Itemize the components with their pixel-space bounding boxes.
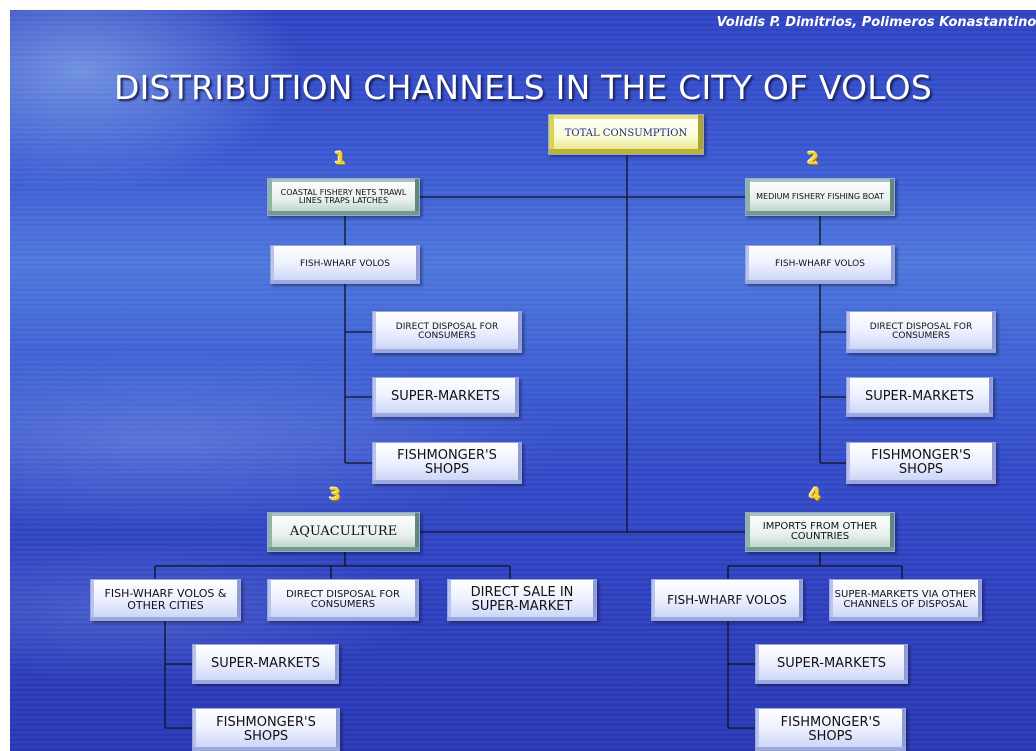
channel-number-3: 3 bbox=[329, 485, 341, 505]
channel-3-direct-sale: DIRECT SALE IN SUPER-MARKET bbox=[447, 579, 597, 621]
channel-4-supermarkets: SUPER-MARKETS bbox=[755, 644, 908, 684]
channel-number-4: 4 bbox=[809, 485, 821, 505]
slide: Volidis P. Dimitrios, Polimeros Konastan… bbox=[10, 10, 1036, 751]
channel-1-supermarkets-label: SUPER-MARKETS bbox=[390, 389, 501, 405]
channel-number-1: 1 bbox=[334, 149, 346, 169]
channel-1-wharf-label: FISH-WHARF VOLOS bbox=[300, 258, 390, 269]
channel-3-fishmongers: FISHMONGER'S SHOPS bbox=[192, 708, 340, 751]
channel-3-supermarkets: SUPER-MARKETS bbox=[192, 644, 339, 684]
channel-1-direct-label: DIRECT DISPOSAL FOR CONSUMERS bbox=[395, 321, 499, 341]
channel-2-source: MEDIUM FISHERY FISHING BOAT bbox=[745, 178, 895, 216]
channel-4-fishmongers-label: FISHMONGER'S SHOPS bbox=[780, 714, 881, 744]
channel-4-supermarkets-label: SUPER-MARKETS bbox=[776, 656, 887, 672]
channel-4-source-label: IMPORTS FROM OTHER COUNTRIES bbox=[762, 520, 878, 542]
channel-2-fishmongers: FISHMONGER'S SHOPS bbox=[846, 442, 996, 484]
channel-3-wharf: FISH-WHARF VOLOS & OTHER CITIES bbox=[90, 579, 241, 621]
channel-2-supermarkets: SUPER-MARKETS bbox=[846, 377, 993, 417]
channel-1-fishmongers: FISHMONGER'S SHOPS bbox=[372, 442, 522, 484]
channel-3-direct-sale-label: DIRECT SALE IN SUPER-MARKET bbox=[470, 585, 574, 614]
channel-2-supermarkets-label: SUPER-MARKETS bbox=[864, 389, 975, 405]
root-node: TOTAL CONSUMPTION bbox=[548, 114, 704, 155]
channel-4-wharf-label: FISH-WHARF VOLOS bbox=[667, 592, 787, 607]
channel-2-fishmongers-label: FISHMONGER'S SHOPS bbox=[871, 448, 971, 477]
channel-4-other-label: SUPER-MARKETS VIA OTHER CHANNELS OF DISP… bbox=[834, 588, 977, 610]
connector-lines bbox=[154, 154, 903, 729]
channel-3-fishmongers-label: FISHMONGER'S SHOPS bbox=[216, 714, 316, 744]
channel-2-direct-label: DIRECT DISPOSAL FOR CONSUMERS bbox=[869, 321, 973, 341]
author-credit: Volidis P. Dimitrios, Polimeros Konastan… bbox=[716, 15, 1036, 30]
channel-1-supermarkets: SUPER-MARKETS bbox=[372, 377, 519, 417]
channel-2-wharf-label: FISH-WHARF VOLOS bbox=[775, 258, 865, 269]
channel-1-fishmongers-label: FISHMONGER'S SHOPS bbox=[397, 448, 497, 477]
channel-1-source: COASTAL FISHERY NETS TRAWL LINES TRAPS L… bbox=[267, 178, 420, 216]
root-label: TOTAL CONSUMPTION bbox=[564, 128, 688, 140]
channel-1-wharf: FISH-WHARF VOLOS bbox=[270, 245, 420, 284]
channel-3-direct-label: DIRECT DISPOSAL FOR CONSUMERS bbox=[286, 588, 400, 610]
channel-4-fishmongers: FISHMONGER'S SHOPS bbox=[755, 708, 906, 751]
channel-number-2: 2 bbox=[807, 149, 819, 169]
channel-3-source: AQUACULTURE bbox=[267, 512, 420, 552]
channel-4-source: IMPORTS FROM OTHER COUNTRIES bbox=[745, 512, 895, 552]
channel-1-source-label: COASTAL FISHERY NETS TRAWL LINES TRAPS L… bbox=[280, 187, 407, 205]
channel-3-direct: DIRECT DISPOSAL FOR CONSUMERS bbox=[267, 579, 419, 621]
channel-4-wharf: FISH-WHARF VOLOS bbox=[651, 579, 803, 621]
channel-2-wharf: FISH-WHARF VOLOS bbox=[745, 245, 895, 284]
channel-4-other: SUPER-MARKETS VIA OTHER CHANNELS OF DISP… bbox=[829, 579, 982, 621]
channel-2-source-label: MEDIUM FISHERY FISHING BOAT bbox=[756, 191, 884, 201]
channel-2-direct: DIRECT DISPOSAL FOR CONSUMERS bbox=[846, 311, 996, 353]
channel-3-supermarkets-label: SUPER-MARKETS bbox=[210, 656, 321, 672]
channel-3-wharf-label: FISH-WHARF VOLOS & OTHER CITIES bbox=[104, 587, 227, 612]
slide-title: DISTRIBUTION CHANNELS IN THE CITY OF VOL… bbox=[114, 68, 932, 107]
channel-3-source-label: AQUACULTURE bbox=[289, 524, 398, 540]
channel-1-direct: DIRECT DISPOSAL FOR CONSUMERS bbox=[372, 311, 522, 353]
